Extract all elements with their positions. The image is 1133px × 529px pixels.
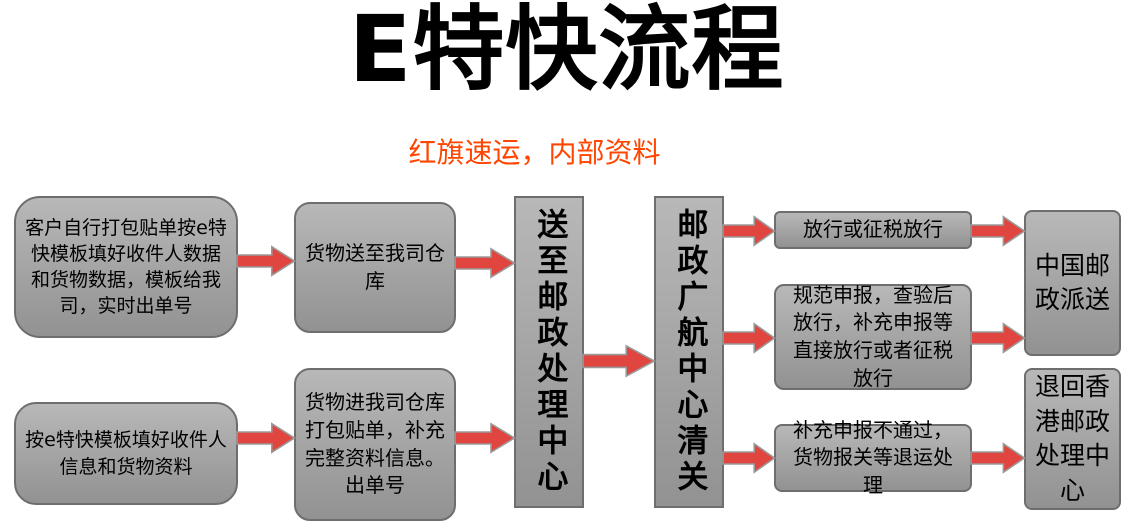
- node-reject: 补充申报不通过，货物报关等退运处理: [774, 418, 972, 497]
- page-subtitle: 红旗速运，内部资料: [408, 136, 661, 169]
- node-release-label: 放行或征税放行: [803, 217, 943, 242]
- node-customs-label: 邮政广航中心清关: [671, 208, 708, 496]
- node-china-post: 中国邮政派送: [1024, 210, 1121, 356]
- node-start-top: 客户自行打包贴单按e特快模板填好收件人数据和货物数据，模板给我司，实时出单号: [14, 196, 238, 338]
- node-return-hk: 退回香港邮政处理中心: [1024, 368, 1121, 510]
- arrow-customs-to-declare: [723, 323, 775, 353]
- node-return-hk-label: 退回香港邮政处理中心: [1034, 372, 1110, 505]
- node-reject-label: 补充申报不通过，货物报关等退运处理: [793, 417, 953, 497]
- node-declare: 规范申报，查验后放行，补充申报等直接放行或者征税放行: [774, 282, 972, 390]
- arrow-start-top-to-warehouse-direct: [237, 246, 295, 276]
- node-warehouse-pack: 货物进我司仓库打包贴单，补充完整资料信息。出单号: [294, 368, 456, 521]
- node-postal-center-label: 送至邮政处理中心: [531, 208, 568, 496]
- arrow-warehouse-pack-to-postal-center: [455, 423, 515, 453]
- node-start-bottom-label: 按e特快模板填好收件人信息和货物资料: [25, 429, 227, 478]
- arrow-postal-center-to-customs: [583, 345, 655, 377]
- node-warehouse-direct-label: 货物送至我司仓库: [305, 240, 445, 293]
- arrow-warehouse-direct-to-postal-center: [455, 248, 515, 278]
- node-postal-center: 送至邮政处理中心: [514, 196, 584, 508]
- node-start-top-label: 客户自行打包贴单按e特快模板填好收件人数据和货物数据，模板给我司，实时出单号: [25, 216, 227, 318]
- node-china-post-label: 中国邮政派送: [1034, 250, 1110, 315]
- arrow-customs-to-reject: [723, 443, 775, 473]
- arrow-declare-to-china-post: [971, 323, 1025, 353]
- node-release: 放行或征税放行: [774, 211, 972, 249]
- arrow-release-to-china-post: [971, 216, 1025, 246]
- arrow-reject-to-return-hk: [971, 443, 1025, 473]
- node-start-bottom: 按e特快模板填好收件人信息和货物资料: [14, 402, 238, 505]
- arrow-customs-to-release: [723, 216, 775, 246]
- node-warehouse-pack-label: 货物进我司仓库打包贴单，补充完整资料信息。出单号: [305, 390, 445, 498]
- arrow-start-bottom-to-warehouse-pack: [237, 423, 295, 453]
- node-customs: 邮政广航中心清关: [654, 196, 724, 508]
- page-title: E特快流程: [348, 0, 785, 103]
- node-warehouse-direct: 货物送至我司仓库: [294, 202, 456, 333]
- node-declare-label: 规范申报，查验后放行，补充申报等直接放行或者征税放行: [793, 282, 953, 390]
